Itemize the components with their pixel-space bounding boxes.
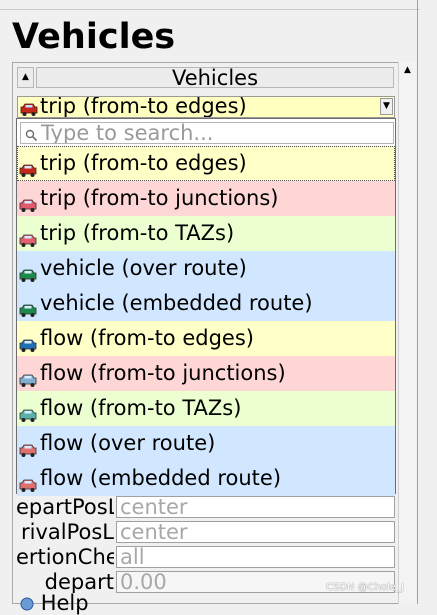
attribute-value-field[interactable]: all <box>116 546 395 568</box>
dropdown-option[interactable]: flow (over route) <box>17 426 395 461</box>
search-icon <box>25 127 38 146</box>
dropdown-option-label: flow (from-to junctions) <box>40 361 286 385</box>
panel-border <box>417 0 418 604</box>
page-title: Vehicles <box>12 17 176 57</box>
dropdown-option[interactable]: trip (from-to junctions) <box>17 181 395 216</box>
car-icon <box>19 329 37 356</box>
vertical-scrollbar[interactable] <box>398 62 417 604</box>
dropdown-option[interactable]: vehicle (embedded route) <box>17 286 395 321</box>
attribute-value-field[interactable]: center <box>116 521 395 543</box>
search-box[interactable] <box>20 122 394 144</box>
attribute-label-text: ertionChe <box>16 546 114 568</box>
car-icon <box>20 100 38 117</box>
car-icon <box>19 224 37 251</box>
help-item[interactable]: Help <box>20 592 89 614</box>
help-label: Help <box>40 591 89 615</box>
car-icon <box>19 259 37 286</box>
dropdown-option-label: trip (from-to TAZs) <box>40 221 235 245</box>
dropdown-option-label: vehicle (embedded route) <box>40 291 313 315</box>
dropdown-option[interactable]: flow (from-to junctions) <box>17 356 395 391</box>
dropdown-option[interactable]: flow (from-to TAZs) <box>17 391 395 426</box>
car-icon <box>19 399 37 426</box>
scroll-up-button[interactable]: ▲ <box>404 65 411 75</box>
dropdown-option[interactable]: trip (from-to TAZs) <box>17 216 395 251</box>
dropdown-option-label: trip (from-to edges) <box>40 151 247 175</box>
vehicle-type-dropdown[interactable]: trip (from-to edges) trip (from-to juncti… <box>16 118 396 496</box>
attribute-value-field[interactable]: 0.00 <box>116 571 395 593</box>
chevron-down-icon[interactable]: ▼ <box>380 98 393 115</box>
group-header[interactable]: Vehicles <box>36 67 394 89</box>
dropdown-option-label: flow (over route) <box>40 431 216 455</box>
vehicle-type-combobox[interactable]: trip (from-to edges) <box>17 96 395 118</box>
attribute-label: depart <box>16 571 114 593</box>
watermark: CSDN @Chole_J <box>326 582 405 593</box>
dropdown-option[interactable]: flow (embedded route) <box>17 461 395 496</box>
dropdown-option[interactable]: vehicle (over route) <box>17 251 395 286</box>
dropdown-option[interactable]: trip (from-to edges) <box>17 146 395 181</box>
dropdown-option-label: flow (from-to edges) <box>40 326 254 350</box>
group-collapse-button[interactable]: ▲ <box>17 67 34 88</box>
attribute-label-text: rivalPosL <box>20 521 114 543</box>
car-icon <box>19 364 37 391</box>
combobox-selected-value: trip (from-to edges) <box>40 96 247 118</box>
attribute-value-field[interactable]: center <box>116 496 395 518</box>
car-icon <box>19 434 37 461</box>
car-icon <box>19 294 37 321</box>
attribute-label-text: depart <box>44 571 114 593</box>
dropdown-option-label: flow (from-to TAZs) <box>40 396 242 420</box>
dropdown-option-label: vehicle (over route) <box>40 256 247 280</box>
attribute-label: rivalPosL <box>16 521 114 543</box>
help-icon <box>20 591 41 615</box>
car-icon <box>19 469 37 496</box>
car-icon <box>19 189 37 216</box>
attribute-label: ertionChe <box>16 546 114 568</box>
dropdown-option[interactable]: flow (from-to edges) <box>17 321 395 356</box>
dropdown-option-label: trip (from-to junctions) <box>40 186 279 210</box>
attribute-label-text: epartPosL <box>16 496 114 518</box>
attribute-label: epartPosL <box>16 496 114 518</box>
car-icon <box>19 154 37 181</box>
dropdown-option-label: flow (embedded route) <box>40 466 282 490</box>
search-input[interactable] <box>41 123 381 143</box>
top-divider <box>0 9 420 10</box>
